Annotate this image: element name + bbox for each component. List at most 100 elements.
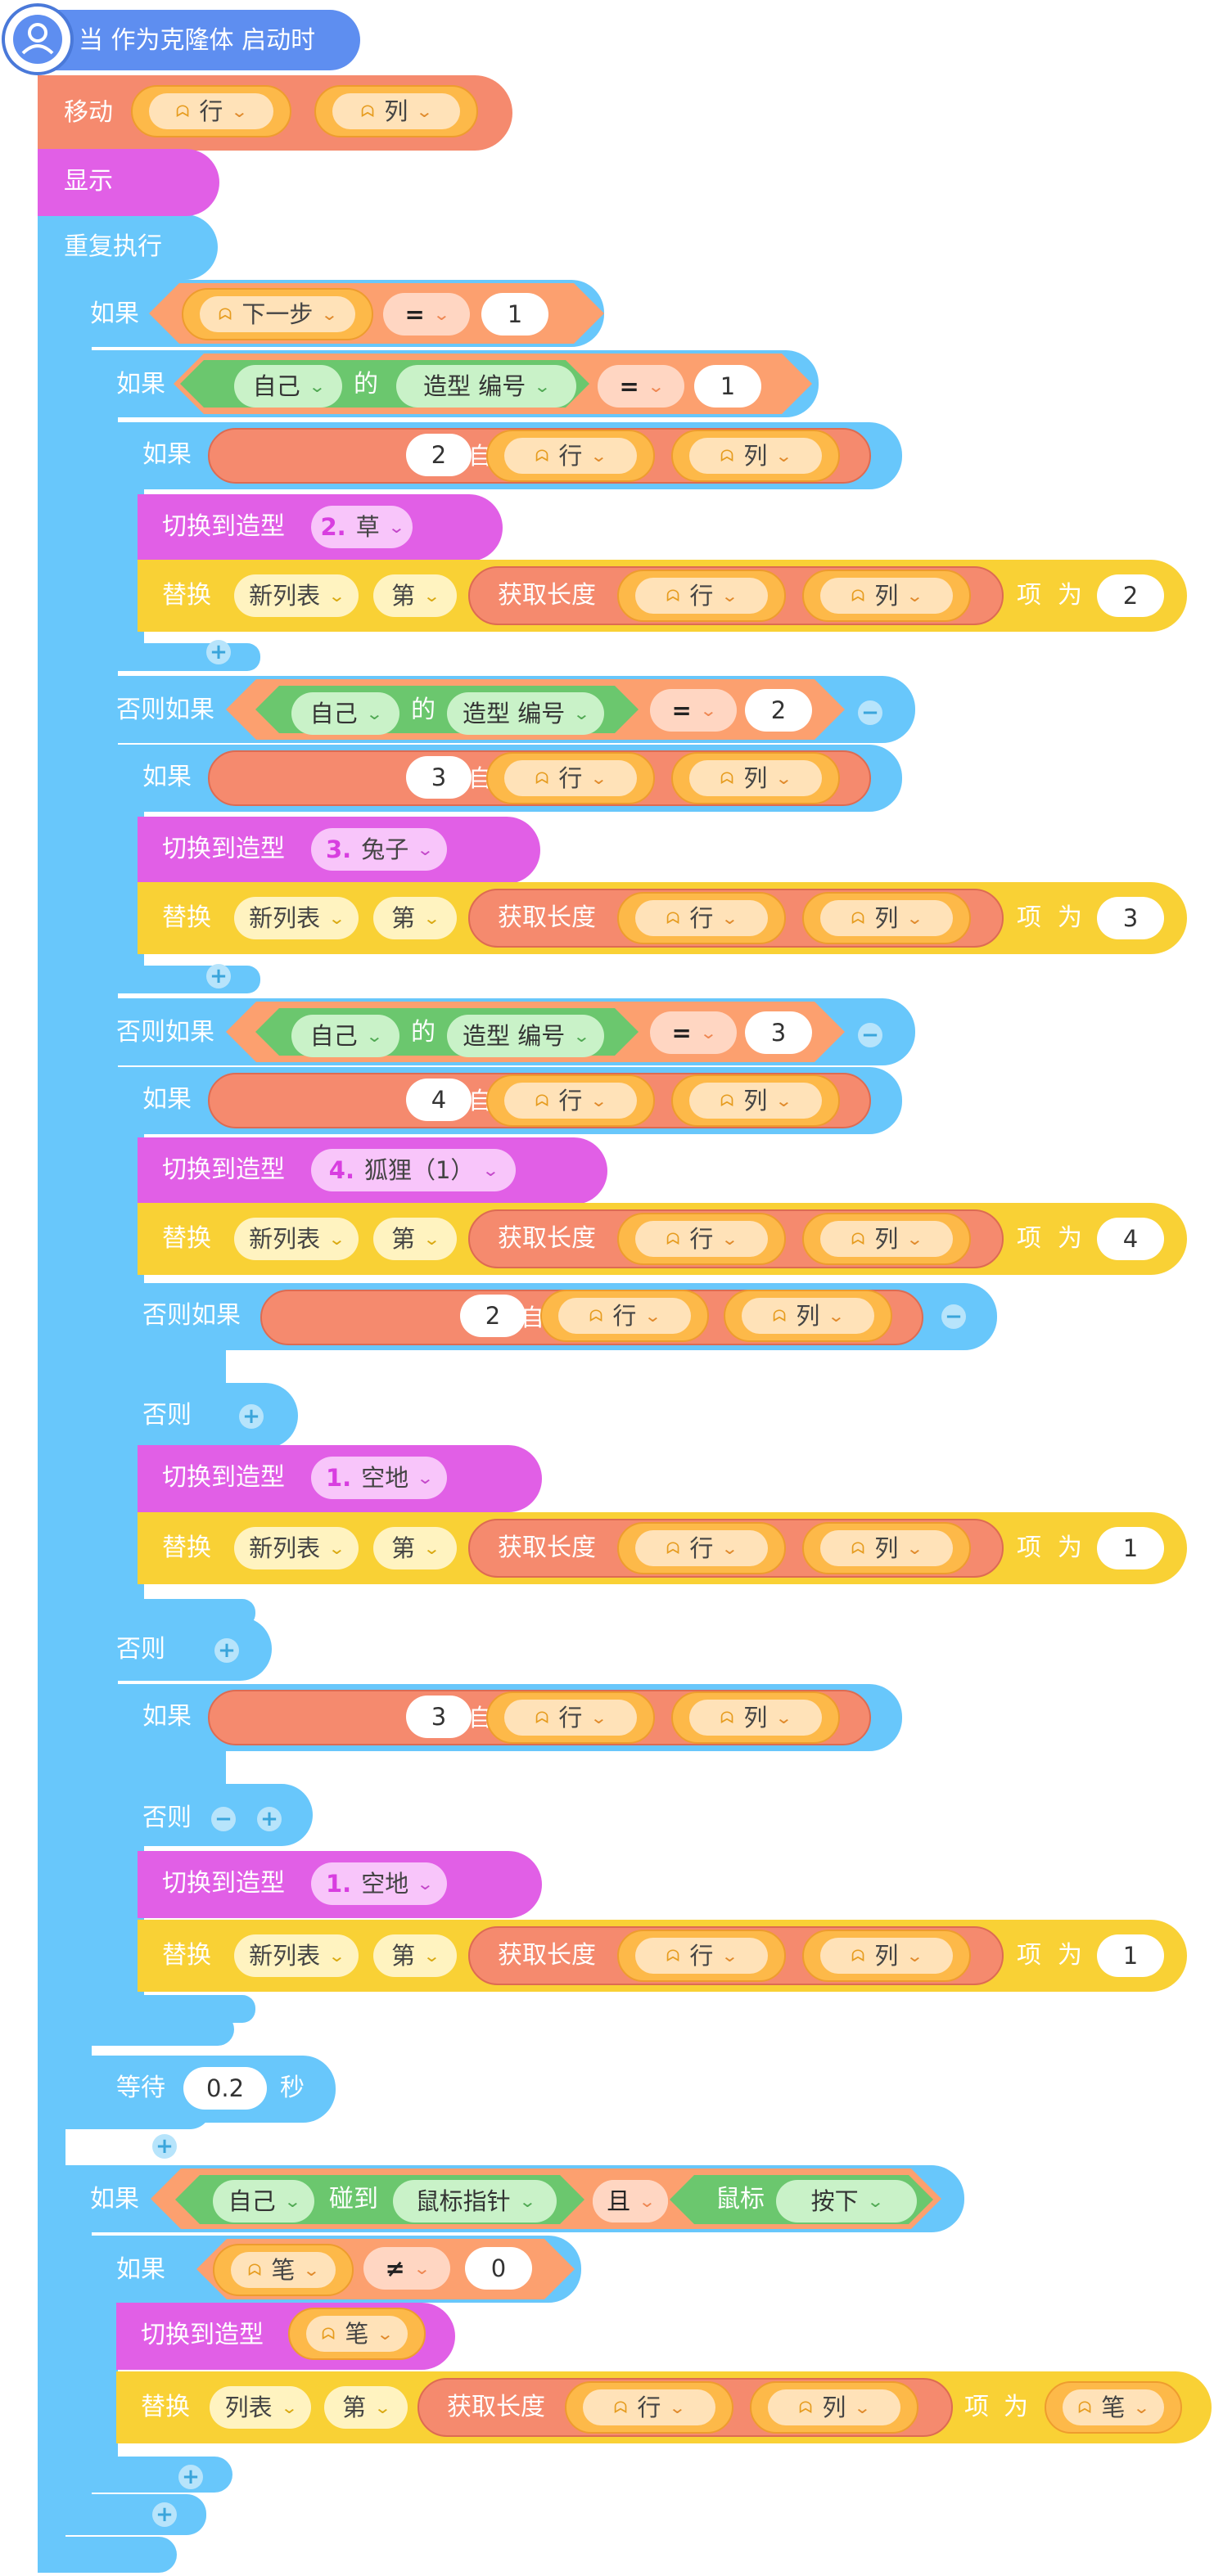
add-branch-button[interactable]: + (257, 1807, 282, 1831)
mini-sprite-icon: ᗣ (720, 1091, 734, 1110)
sensing-dropdown[interactable]: 造型 编号⌄ (447, 1015, 604, 1057)
costume-dropdown-text: 空地 (361, 1869, 409, 1898)
number-input[interactable]: 1 (1097, 1934, 1164, 1977)
add-branch-button[interactable]: + (178, 2465, 203, 2489)
remove-branch-button[interactable]: − (858, 700, 882, 725)
list-dropdown[interactable]: 新列表⌄ (234, 574, 359, 617)
costume-dropdown[interactable]: 2.草⌄ (311, 506, 413, 548)
number-input-text: 1 (507, 299, 523, 328)
sensing-dropdown[interactable]: 造型 编号⌄ (447, 692, 604, 735)
sensing-dropdown[interactable]: 自己⌄ (291, 1015, 399, 1057)
list-dropdown[interactable]: 新列表⌄ (234, 1934, 359, 1977)
mini-sprite-icon: ᗣ (1077, 2398, 1092, 2417)
number-input[interactable]: 1 (481, 293, 548, 336)
chevron-down-icon: ⌄ (518, 2191, 536, 2211)
number-input[interactable]: 2 (1097, 574, 1164, 617)
remove-branch-button[interactable]: − (211, 1807, 236, 1831)
add-branch-button[interactable]: + (206, 640, 231, 664)
list-dropdown[interactable]: 第⌄ (373, 1218, 457, 1260)
number-input[interactable]: 0 (465, 2247, 532, 2290)
add-branch-button[interactable]: + (206, 964, 231, 989)
operator-dropdown[interactable]: =⌄ (650, 689, 737, 732)
number-input-text: 2 (1122, 581, 1139, 610)
remove-branch-button[interactable]: − (941, 1304, 966, 1329)
add-branch-button[interactable]: + (152, 2134, 177, 2159)
show-block[interactable] (38, 149, 219, 216)
number-input[interactable]: 1 (694, 365, 761, 408)
list-dropdown[interactable]: 新列表⌄ (234, 1218, 359, 1260)
add-branch-button[interactable]: + (214, 1638, 239, 1663)
number-input[interactable]: 2 (745, 689, 812, 732)
sensing-dropdown[interactable]: 按下⌄ (776, 2180, 917, 2222)
list-dropdown[interactable]: 第⌄ (373, 897, 457, 939)
control-block-body (116, 1383, 298, 1448)
number-input[interactable]: 2 (460, 1295, 526, 1337)
operator-dropdown[interactable]: ≠⌄ (363, 2247, 450, 2290)
variable-dropdown-text: 行 (637, 2393, 661, 2421)
number-input[interactable]: 3 (1097, 897, 1164, 939)
add-branch-button[interactable]: + (239, 1404, 264, 1429)
list-dropdown[interactable]: 新列表⌄ (234, 1527, 359, 1569)
number-input[interactable]: 0.2 (183, 2067, 267, 2110)
costume-dropdown[interactable]: 4.狐狸（1）⌄ (311, 1149, 516, 1191)
and-operator-dropdown[interactable]: 且⌄ (593, 2180, 668, 2222)
sensing-dropdown[interactable]: 自己⌄ (213, 2180, 314, 2222)
switch-costume-label: 切换到造型 (162, 835, 285, 863)
remove-branch-button[interactable]: − (858, 1023, 882, 1047)
number-input[interactable]: 3 (745, 1011, 812, 1054)
number-input[interactable]: 4 (1097, 1218, 1164, 1260)
list-dropdown[interactable]: 第⌄ (373, 1934, 457, 1977)
number-input[interactable]: 4 (406, 1079, 472, 1121)
number-input[interactable]: 3 (406, 1696, 472, 1738)
operator-dropdown[interactable]: =⌄ (383, 293, 470, 336)
add-branch-button[interactable]: + (152, 2502, 177, 2527)
operator-dropdown[interactable]: =⌄ (598, 365, 684, 408)
sensing-dropdown[interactable]: 造型 编号⌄ (396, 365, 576, 408)
sensing-dropdown[interactable]: 鼠标指针⌄ (393, 2180, 557, 2222)
number-input[interactable]: 2 (406, 434, 472, 476)
clone-start-hat[interactable] (25, 10, 360, 70)
number-input[interactable]: 3 (406, 756, 472, 799)
costume-dropdown[interactable]: 1.空地⌄ (311, 1457, 447, 1499)
list-dropdown[interactable]: 第⌄ (324, 2386, 408, 2429)
list-dropdown[interactable]: 第⌄ (373, 1527, 457, 1569)
costume-dropdown[interactable]: 3.兔子⌄ (311, 828, 447, 871)
number-input[interactable]: 1 (1097, 1527, 1164, 1569)
list-dropdown[interactable]: 新列表⌄ (234, 897, 359, 939)
list-dropdown[interactable]: 列表⌄ (210, 2386, 311, 2429)
costume-dropdown[interactable]: 1.空地⌄ (311, 1862, 447, 1905)
sensing-dropdown[interactable]: 自己⌄ (234, 365, 342, 408)
show-label: 显示 (64, 167, 113, 196)
list-dropdown[interactable]: 第⌄ (373, 574, 457, 617)
operator-dropdown[interactable]: =⌄ (650, 1011, 737, 1054)
sensing-dropdown[interactable]: 自己⌄ (291, 692, 399, 735)
